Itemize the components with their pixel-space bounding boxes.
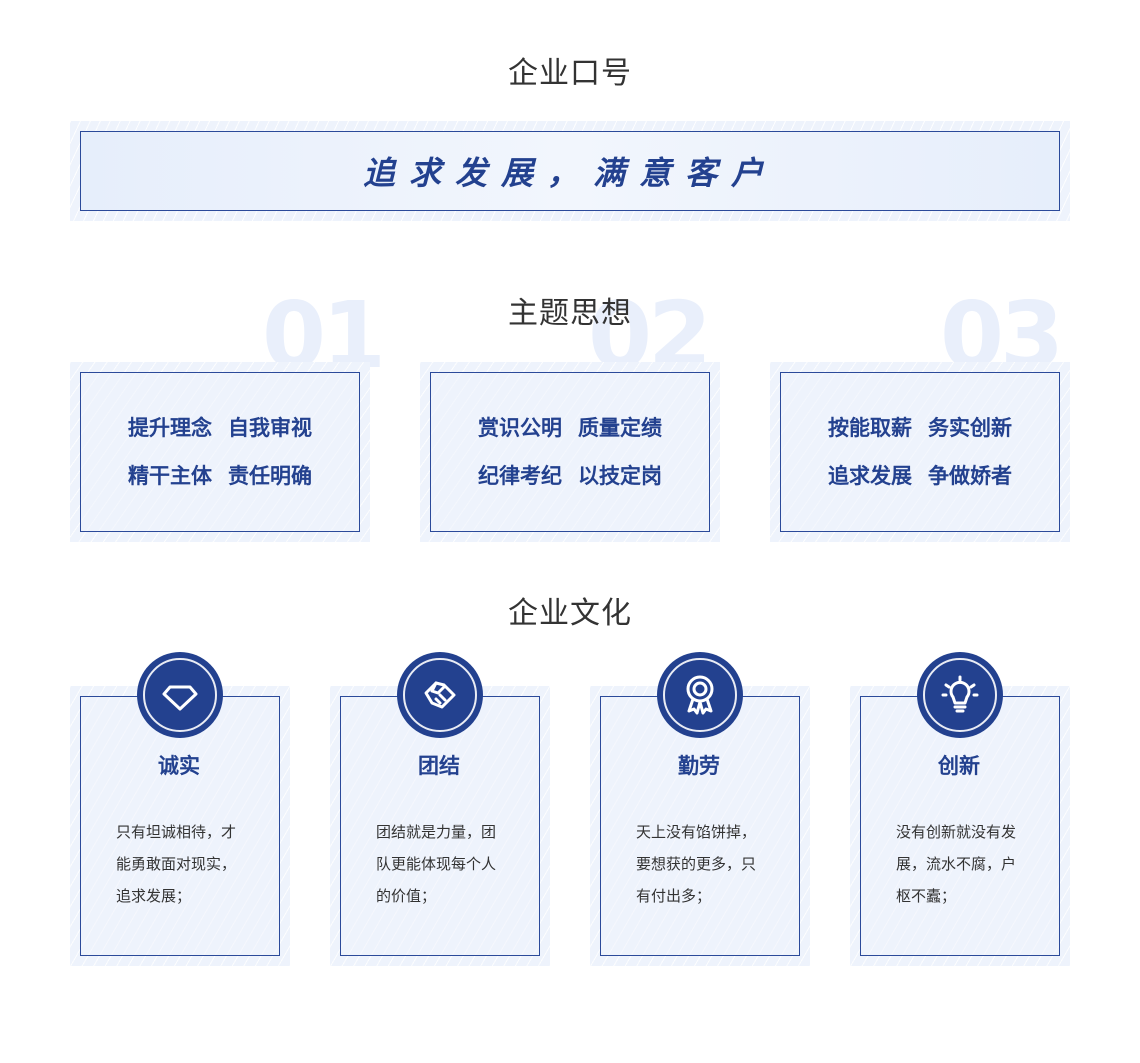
theme-line: 纪律考纪以技定岗 <box>478 464 662 488</box>
theme-card-2: 赏识公明质量定绩 纪律考纪以技定岗 <box>430 372 710 532</box>
theme-line: 精干主体责任明确 <box>128 464 312 488</box>
theme-line: 赏识公明质量定绩 <box>478 416 662 440</box>
culture-card-title: 创新 <box>938 754 980 778</box>
culture-card-desc: 只有坦诚相待，才 能勇敢面对现实， 追求发展； <box>116 823 237 905</box>
slogan-text: 追求发展，满意客户 <box>362 154 777 192</box>
medal-icon <box>657 652 743 738</box>
theme-line: 追求发展争做娇者 <box>828 464 1012 488</box>
culture-card-title: 诚实 <box>158 754 200 778</box>
culture-card-honesty <box>80 696 280 956</box>
culture-card-diligence <box>600 696 800 956</box>
culture-card-desc: 没有创新就没有发 展，流水不腐，户 枢不蠹； <box>896 823 1017 905</box>
culture-section-title: 企业文化 <box>508 596 632 631</box>
theme-card-3: 按能取薪务实创新 追求发展争做娇者 <box>780 372 1060 532</box>
culture-card-innovation <box>860 696 1060 956</box>
culture-card-desc: 天上没有馅饼掉， 要想获的更多，只 有付出多； <box>636 823 757 905</box>
slogan-banner: 追求发展，满意客户 <box>80 131 1060 211</box>
culture-card-title: 团结 <box>418 754 460 778</box>
lightbulb-icon <box>917 652 1003 738</box>
culture-card-title: 勤劳 <box>678 754 720 778</box>
theme-line: 按能取薪务实创新 <box>828 416 1012 440</box>
diamond-icon <box>137 652 223 738</box>
theme-card-1: 提升理念自我审视 精干主体责任明确 <box>80 372 360 532</box>
theme-section-title: 主题思想 <box>508 296 632 331</box>
handshake-icon <box>397 652 483 738</box>
slogan-section-title: 企业口号 <box>508 56 632 91</box>
culture-card-unity <box>340 696 540 956</box>
culture-card-desc: 团结就是力量，团 队更能体现每个人 的价值； <box>376 823 497 905</box>
theme-line: 提升理念自我审视 <box>128 416 312 440</box>
